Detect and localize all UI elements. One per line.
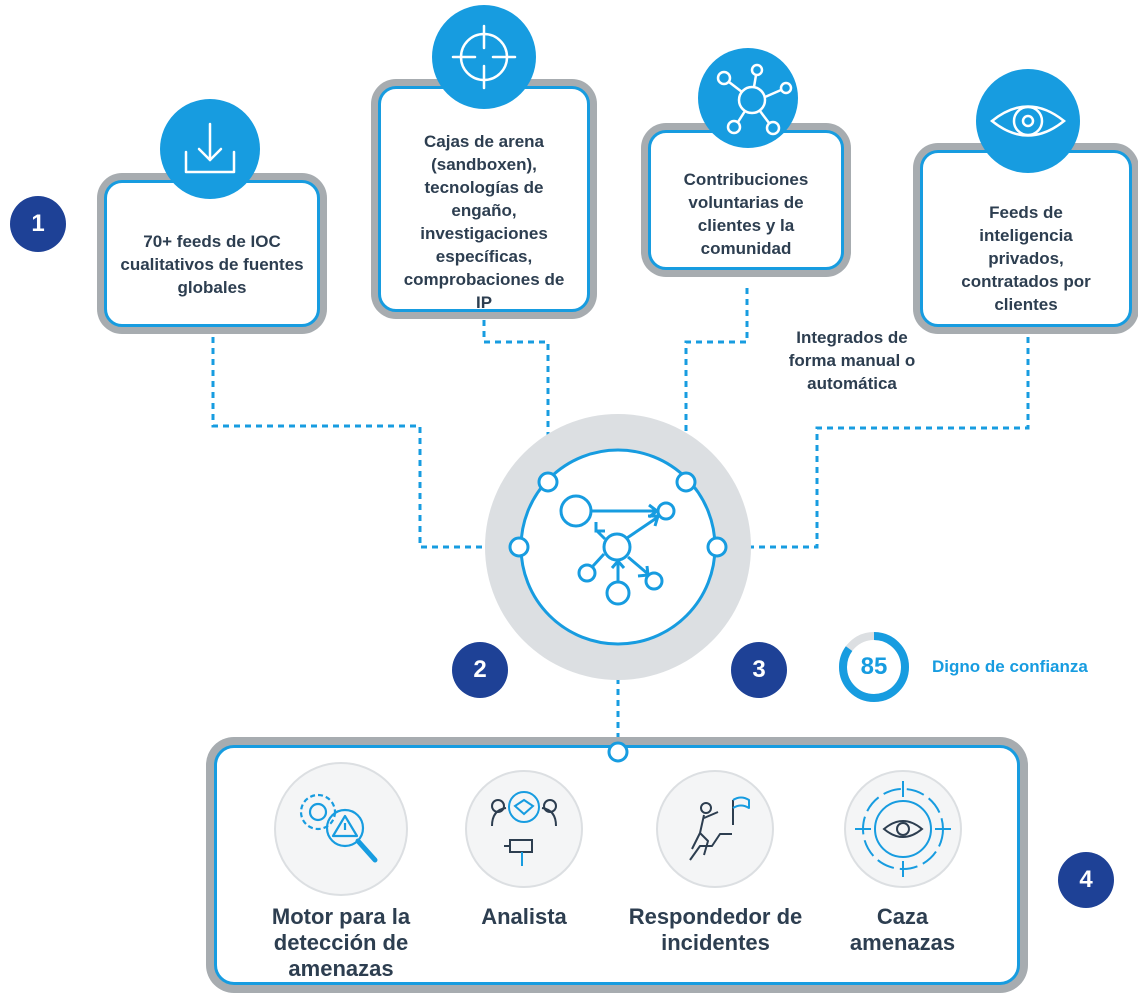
hub-port <box>508 536 530 558</box>
source-card-community: Contribuciones voluntarias de clientes y… <box>648 130 844 270</box>
trust-score-value: 85 <box>860 653 888 680</box>
gear-warning-magnifier-icon <box>299 793 378 863</box>
hub-port <box>537 471 559 493</box>
step-number-1: 1 <box>10 196 66 252</box>
network-icon <box>698 48 798 148</box>
analyst-icon <box>491 791 557 866</box>
hub-port <box>706 536 728 558</box>
crosshair-icon <box>432 5 536 109</box>
trust-score-label: Digno de confianza <box>932 657 1088 676</box>
target-eye-icon <box>855 781 951 877</box>
connector-source-3 <box>684 288 749 482</box>
download-icon <box>160 99 260 199</box>
trust-score-gauge <box>839 632 909 702</box>
source-text: 70+ feeds de IOC cualitativos de fuentes… <box>120 232 304 297</box>
eye-icon <box>976 69 1080 173</box>
step-number-3: 3 <box>731 642 787 698</box>
step-number-4: 4 <box>1058 852 1114 908</box>
step-number-2: 2 <box>452 642 508 698</box>
consumer-port <box>607 741 629 763</box>
hub-port <box>675 471 697 493</box>
source-card-private-feeds: Feeds de inteligencia privados, contrata… <box>920 150 1132 327</box>
source-text: Feeds de inteligencia privados, contrata… <box>961 203 1091 314</box>
connector-source-2 <box>482 320 550 482</box>
climber-flag-icon <box>689 796 750 861</box>
hub-network-icon <box>559 494 676 606</box>
source-card-global-feeds: 70+ feeds de IOC cualitativos de fuentes… <box>104 180 320 327</box>
connector-source-1 <box>211 337 519 549</box>
consumer-label-incident-responder: Respondedor de incidentes <box>628 904 803 955</box>
consumer-label-analyst: Analista <box>481 904 567 929</box>
source-text: Contribuciones voluntarias de clientes y… <box>683 170 809 258</box>
connector-source-4 <box>717 337 1030 549</box>
integration-note: Integrados de forma manual o automática <box>788 328 916 393</box>
consumer-label-detection-engine: Motor para la detección de amenazas <box>271 904 411 981</box>
source-text: Cajas de arena (sandboxen), tecnologías … <box>403 132 565 312</box>
consumer-label-threat-hunter: Caza amenazas <box>849 904 956 955</box>
